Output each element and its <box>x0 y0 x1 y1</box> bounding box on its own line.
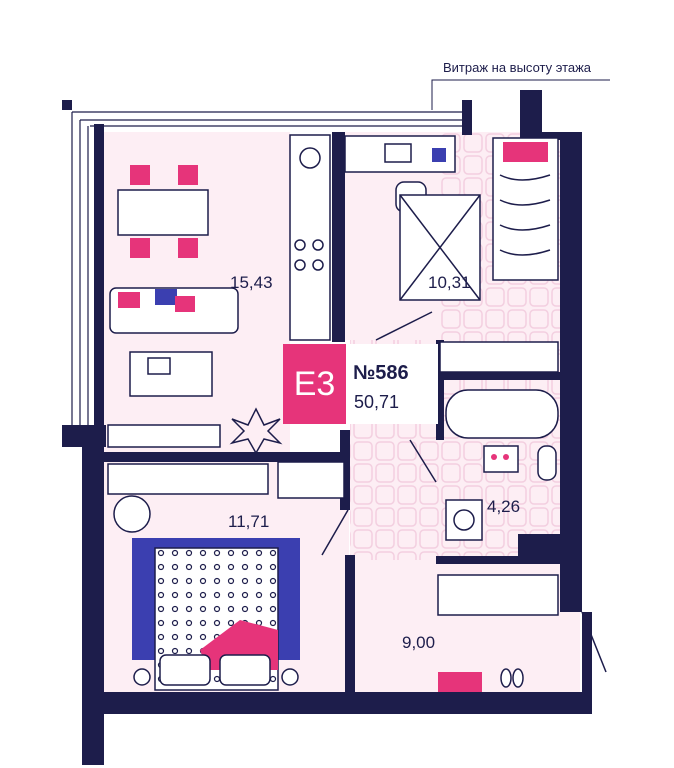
shoes-icon <box>500 668 524 688</box>
wardrobe-icon <box>107 341 559 616</box>
tv-stand <box>107 424 221 448</box>
room-area-kitchen-living: 15,43 <box>230 273 273 292</box>
room-area-bedroom: 11,71 <box>228 512 269 531</box>
rug <box>399 194 481 301</box>
kitchen-counter <box>289 134 331 341</box>
walls <box>62 90 592 765</box>
bed-icon <box>492 137 559 281</box>
desk-icon <box>344 135 456 173</box>
bathtub-icon <box>445 389 559 473</box>
apartment-number: №586 <box>353 362 409 384</box>
umbrella-icon <box>438 672 482 692</box>
room-area-study: 10,31 <box>428 273 471 292</box>
apartment-total-area: 50,71 <box>354 392 400 412</box>
toilet-icon <box>537 445 557 481</box>
sink-icon <box>299 147 321 169</box>
window-caption: Витраж на высоту этажа <box>443 60 592 75</box>
plant-icon <box>229 407 283 455</box>
laptop-icon <box>129 351 213 397</box>
window-caption-leader <box>431 79 610 110</box>
round-table <box>113 495 151 533</box>
apartment-type-code: Е3 <box>293 364 336 403</box>
room-area-hall: 9,00 <box>402 633 435 652</box>
room-area-bathroom: 4,26 <box>487 497 520 516</box>
bed-icon <box>132 538 300 691</box>
glazing <box>71 111 462 425</box>
apartment-code-background <box>283 344 346 424</box>
washing-machine-icon <box>445 499 483 541</box>
door-swings <box>321 311 607 673</box>
dining-table-icon <box>117 165 209 258</box>
apartment-info: №586 50,71 <box>346 344 438 424</box>
sofa-icon <box>109 287 239 334</box>
stove-icon <box>294 239 324 271</box>
